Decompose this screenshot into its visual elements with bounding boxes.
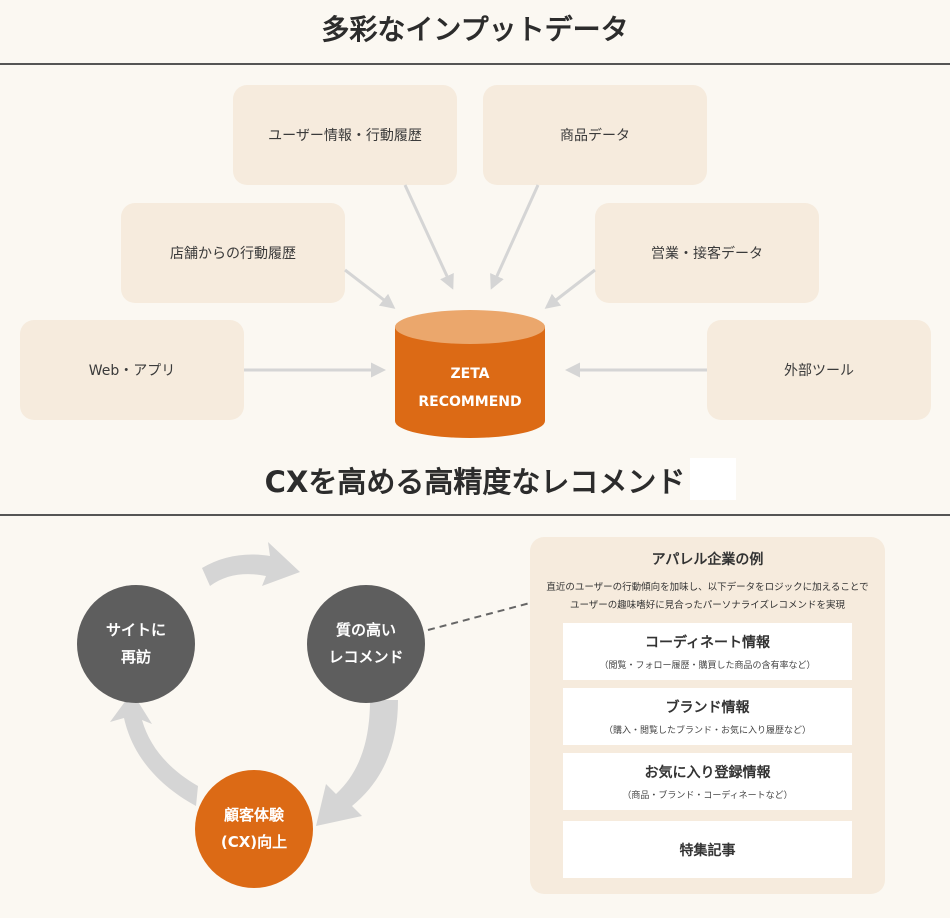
cycle-cx-line1: 顧客体験 bbox=[223, 806, 284, 824]
cycle-revisit-line2: 再訪 bbox=[120, 648, 151, 666]
example-desc-line2: ユーザーの趣味嗜好に見合ったパーソナライズレコメンドを実現 bbox=[569, 600, 846, 611]
section-title-recommend: CXを高める高精度なレコメンド bbox=[264, 465, 686, 499]
title-white-block bbox=[690, 458, 736, 500]
cycle-revisit: サイトに 再訪 bbox=[77, 585, 195, 703]
input-web-app: Web・アプリ bbox=[20, 320, 244, 420]
cycle-arrow-left bbox=[110, 692, 198, 806]
example-desc-line1: 直近のユーザーの行動傾向を加味し、以下データをロジックに加えることで bbox=[546, 582, 869, 593]
input-product-data-label: 商品データ bbox=[560, 128, 630, 144]
cycle-arrow-top bbox=[202, 542, 300, 586]
cycle-revisit-line1: サイトに bbox=[105, 621, 166, 639]
cycle-cx: 顧客体験 (CX)向上 bbox=[195, 770, 313, 888]
arrow-user-info bbox=[403, 184, 454, 290]
engine-label: ZETA RECOMMEND bbox=[395, 360, 545, 416]
divider-bottom bbox=[0, 514, 950, 516]
card-favorites-title: お気に入り登録情報 bbox=[644, 765, 771, 781]
arrow-store-history bbox=[344, 268, 396, 309]
divider-top bbox=[0, 63, 950, 65]
connector-dashed bbox=[427, 602, 531, 631]
card-favorites-sub: （商品・ブランド・コーディネートなど） bbox=[622, 791, 793, 801]
example-panel: アパレル企業の例 直近のユーザーの行動傾向を加味し、以下データをロジックに加える… bbox=[530, 537, 885, 894]
input-store-history-label: 店舗からの行動履歴 bbox=[170, 246, 296, 262]
card-coordinate: コーディネート情報 （閲覧・フォロー履歴・購買した商品の含有率など） bbox=[563, 623, 852, 680]
example-title: アパレル企業の例 bbox=[651, 552, 764, 568]
input-sales-data-label: 営業・接客データ bbox=[651, 246, 763, 262]
card-coordinate-title: コーディネート情報 bbox=[644, 635, 771, 651]
input-web-app-label: Web・アプリ bbox=[88, 363, 176, 379]
cycle-recommend-line1: 質の高い bbox=[335, 621, 396, 639]
database-cylinder-icon bbox=[395, 310, 545, 438]
input-sales-data: 営業・接客データ bbox=[595, 203, 819, 303]
input-external-tools: 外部ツール bbox=[707, 320, 931, 420]
input-product-data: 商品データ bbox=[483, 85, 707, 185]
arrow-product-data bbox=[490, 184, 540, 290]
engine-label-line1: ZETA bbox=[450, 366, 490, 382]
example-description: 直近のユーザーの行動傾向を加味し、以下データをロジックに加えることで ユーザーの… bbox=[530, 579, 885, 615]
card-brand-title: ブランド情報 bbox=[665, 700, 750, 716]
input-store-history: 店舗からの行動履歴 bbox=[121, 203, 345, 303]
card-feature-articles: 特集記事 bbox=[563, 821, 852, 878]
cycle-recommend: 質の高い レコメンド bbox=[307, 585, 425, 703]
input-user-info: ユーザー情報・行動履歴 bbox=[233, 85, 457, 185]
cycle-cx-line2: (CX)向上 bbox=[220, 833, 288, 851]
arrow-sales-data bbox=[544, 268, 596, 309]
engine-label-line2: RECOMMEND bbox=[418, 394, 522, 410]
card-brand-sub: （購入・閲覧したブランド・お気に入り履歴など） bbox=[603, 726, 811, 736]
card-feature-articles-title: 特集記事 bbox=[679, 842, 736, 859]
card-favorites: お気に入り登録情報 （商品・ブランド・コーディネートなど） bbox=[563, 753, 852, 810]
card-brand: ブランド情報 （購入・閲覧したブランド・お気に入り履歴など） bbox=[563, 688, 852, 745]
input-external-tools-label: 外部ツール bbox=[784, 363, 854, 379]
cycle-recommend-line2: レコメンド bbox=[328, 648, 404, 666]
card-coordinate-sub: （閲覧・フォロー履歴・購買した商品の含有率など） bbox=[599, 661, 816, 671]
input-user-info-label: ユーザー情報・行動履歴 bbox=[268, 128, 422, 144]
cycle-arrow-right bbox=[316, 700, 398, 826]
section-title-input-data: 多彩なインプットデータ bbox=[321, 13, 629, 46]
